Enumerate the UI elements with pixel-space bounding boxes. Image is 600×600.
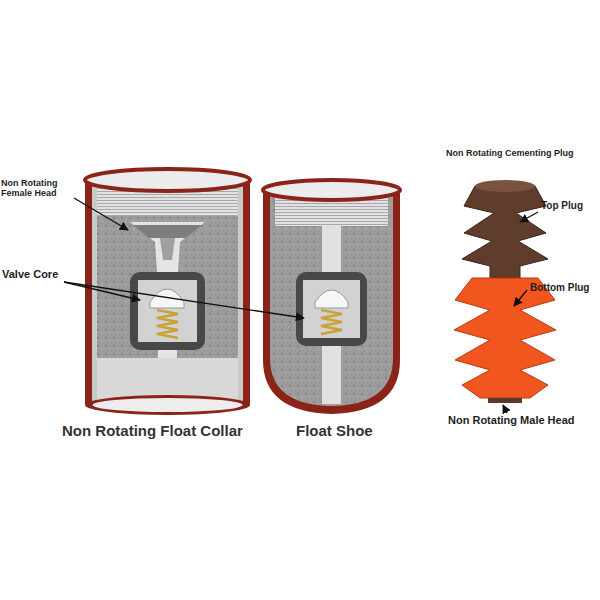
valve-housing (296, 272, 367, 346)
bore (130, 222, 205, 272)
leader-line (64, 282, 140, 300)
top-plug (462, 186, 548, 278)
valve-spring (321, 310, 342, 334)
top-plug-cap (475, 180, 535, 192)
item-caption: Float Shoe (296, 422, 373, 439)
valve-ball (150, 289, 184, 308)
part-label: Bottom Plug (530, 282, 589, 294)
part-label: Valve Core (2, 268, 58, 281)
bottom-rim (85, 395, 250, 415)
valve-spring (157, 310, 178, 338)
cement-fill (97, 216, 238, 358)
bottom-plug (454, 278, 556, 398)
bottom-opening (93, 398, 243, 412)
valve-cavity (303, 280, 360, 338)
item-caption: Non Rotating Float Collar (62, 422, 243, 439)
leader-line (74, 198, 128, 230)
female-head (133, 225, 202, 238)
leader-line (503, 405, 507, 413)
valve-ball (315, 290, 348, 308)
valve-housing (130, 272, 205, 350)
casing-inner (92, 180, 243, 405)
valve-cavity (138, 280, 197, 342)
group-title: Non Rotating Cementing Plug (446, 148, 574, 158)
leader-lines (64, 198, 538, 413)
female-head-stem (160, 238, 175, 260)
part-label: Non Rotating Female Head (1, 178, 73, 199)
leader-line (64, 282, 304, 318)
shoe-wall (263, 190, 400, 414)
float-collar (85, 169, 250, 415)
float-shoe (263, 180, 400, 414)
male-head (488, 398, 522, 403)
part-label: Non Rotating Male Head (448, 414, 575, 427)
leader-line (520, 212, 538, 222)
top-rim (263, 180, 400, 200)
bore-lower (322, 346, 341, 404)
part-label: Top Plug (541, 200, 583, 212)
cement-fill (270, 190, 393, 406)
top-rim (85, 169, 250, 191)
leader-line (514, 290, 527, 306)
bore (322, 226, 341, 272)
